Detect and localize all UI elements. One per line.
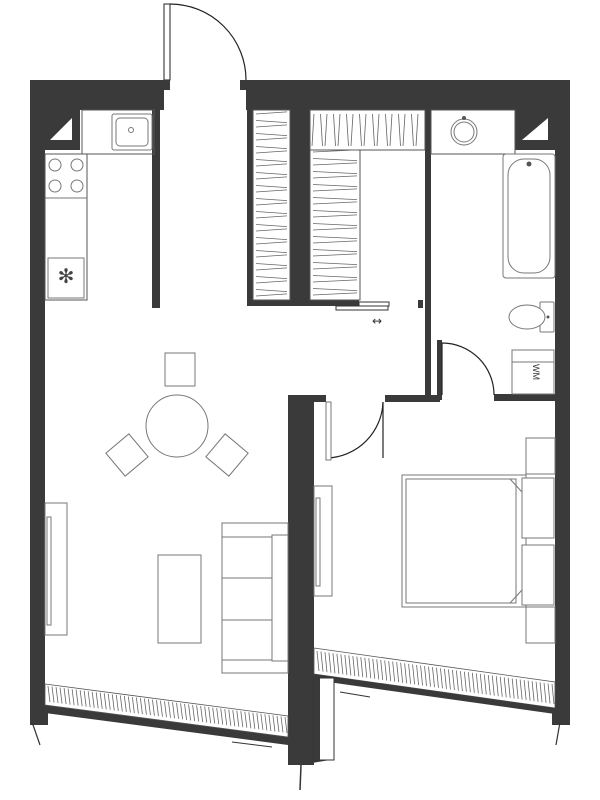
living-area [44, 502, 289, 674]
bathroom: WM [430, 109, 556, 396]
living-window [31, 683, 289, 748]
wardrobe: ↔ [252, 109, 426, 328]
bedroom-tv-unit [313, 485, 333, 597]
kitchen-sink [111, 113, 153, 151]
fan-icon: ✻ [58, 264, 75, 288]
dining-area [105, 352, 249, 477]
wardrobe-hanging-top [311, 113, 419, 147]
sliding-arrow-icon: ↔ [372, 314, 382, 328]
tv-unit [44, 502, 68, 636]
washbasin [450, 116, 478, 146]
bedroom-door [325, 401, 384, 461]
sofa [221, 522, 289, 674]
nightstand-top [525, 437, 556, 475]
washing-machine: WM [511, 349, 555, 395]
bedroom [313, 401, 556, 644]
bathroom-door [441, 342, 495, 396]
cooktop [48, 158, 84, 193]
interior-walls [45, 110, 556, 402]
bathtub [502, 153, 556, 279]
kitchen: ✻ [44, 109, 155, 301]
wardrobe-hanging-left [255, 111, 288, 297]
wardrobe-hanging-right [312, 149, 358, 296]
coffee-table [157, 554, 202, 644]
sliding-door [335, 301, 390, 311]
entrance-door [163, 3, 247, 90]
nightstand-bottom [525, 606, 556, 644]
double-bed [401, 474, 555, 608]
toilet [508, 301, 555, 333]
central-jamb [299, 677, 335, 791]
bedroom-window [313, 647, 561, 746]
washing-machine-label: WM [531, 364, 541, 380]
refrigerator: ✻ [47, 257, 85, 299]
